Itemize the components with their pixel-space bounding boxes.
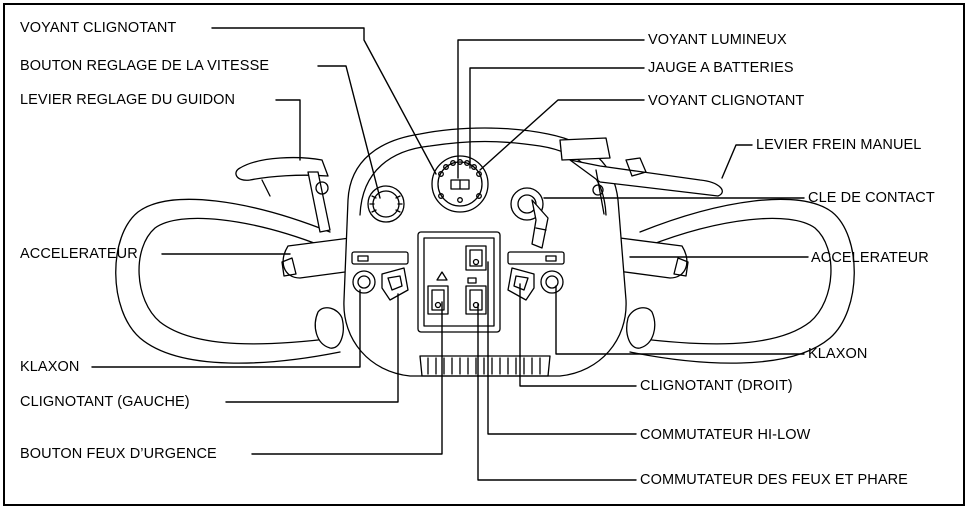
handlebar-loop: [115, 198, 855, 364]
label-accelerateur-left: ACCELERATEUR: [20, 246, 138, 262]
label-klaxon-left: KLAXON: [20, 359, 80, 375]
leader-levier-guidon: [275, 99, 301, 161]
label-levier-reglage-guidon: LEVIER REGLAGE DU GUIDON: [20, 92, 236, 108]
battery-gauge-display: [431, 155, 489, 213]
leader-bouton-vitesse: [317, 65, 381, 199]
label-clignotant-gauche: CLIGNOTANT (GAUCHE): [20, 394, 190, 410]
label-commutateur-hi-low: COMMUTATEUR HI-LOW: [640, 427, 811, 443]
brake-lever: [559, 137, 723, 215]
vent-grille: [419, 355, 551, 377]
leader-frein-manuel: [721, 144, 753, 179]
leader-bouton-urgence: [251, 301, 443, 455]
leader-commutateur-feux: [477, 303, 637, 481]
label-voyant-clignotant-left: VOYANT CLIGNOTANT: [20, 20, 177, 36]
right-control-pod: [507, 251, 565, 301]
label-jauge-batteries: JAUGE A BATTERIES: [648, 60, 794, 76]
leader-lines: [91, 27, 809, 481]
label-bouton-feux-urgence: BOUTON FEUX D’URGENCE: [20, 446, 217, 462]
leader-voyant-clignotant-right: [479, 99, 645, 171]
label-commutateur-feux-phare: COMMUTATEUR DES FEUX ET PHARE: [640, 472, 908, 488]
switch-panel: [417, 231, 501, 333]
leader-voyant-lumineux: [457, 39, 645, 179]
label-levier-frein-manuel: LEVIER FREIN MANUEL: [756, 137, 922, 153]
leader-jauge-batteries: [469, 67, 645, 169]
leader-clignotant-gauche: [225, 293, 399, 403]
speed-knob: [367, 185, 405, 223]
leader-clignotant-droit: [519, 283, 637, 387]
label-accelerateur-right: ACCELERATEUR: [811, 250, 929, 266]
leader-klaxon-right: [555, 285, 805, 355]
label-bouton-reglage-vitesse: BOUTON REGLAGE DE LA VITESSE: [20, 58, 270, 74]
label-cle-contact: CLE DE CONTACT: [808, 190, 935, 206]
label-voyant-clignotant-right: VOYANT CLIGNOTANT: [648, 93, 805, 109]
guidon-lever: [235, 156, 331, 233]
label-voyant-lumineux: VOYANT LUMINEUX: [648, 32, 787, 48]
leader-klaxon-left: [91, 289, 361, 368]
left-control-pod: [351, 251, 409, 301]
leader-commutateur-hi-low: [487, 261, 637, 435]
label-klaxon-right: KLAXON: [808, 346, 868, 362]
ignition-key: [510, 187, 549, 249]
leader-voyant-clignotant-left: [211, 27, 437, 175]
label-clignotant-droit: CLIGNOTANT (DROIT): [640, 378, 793, 394]
